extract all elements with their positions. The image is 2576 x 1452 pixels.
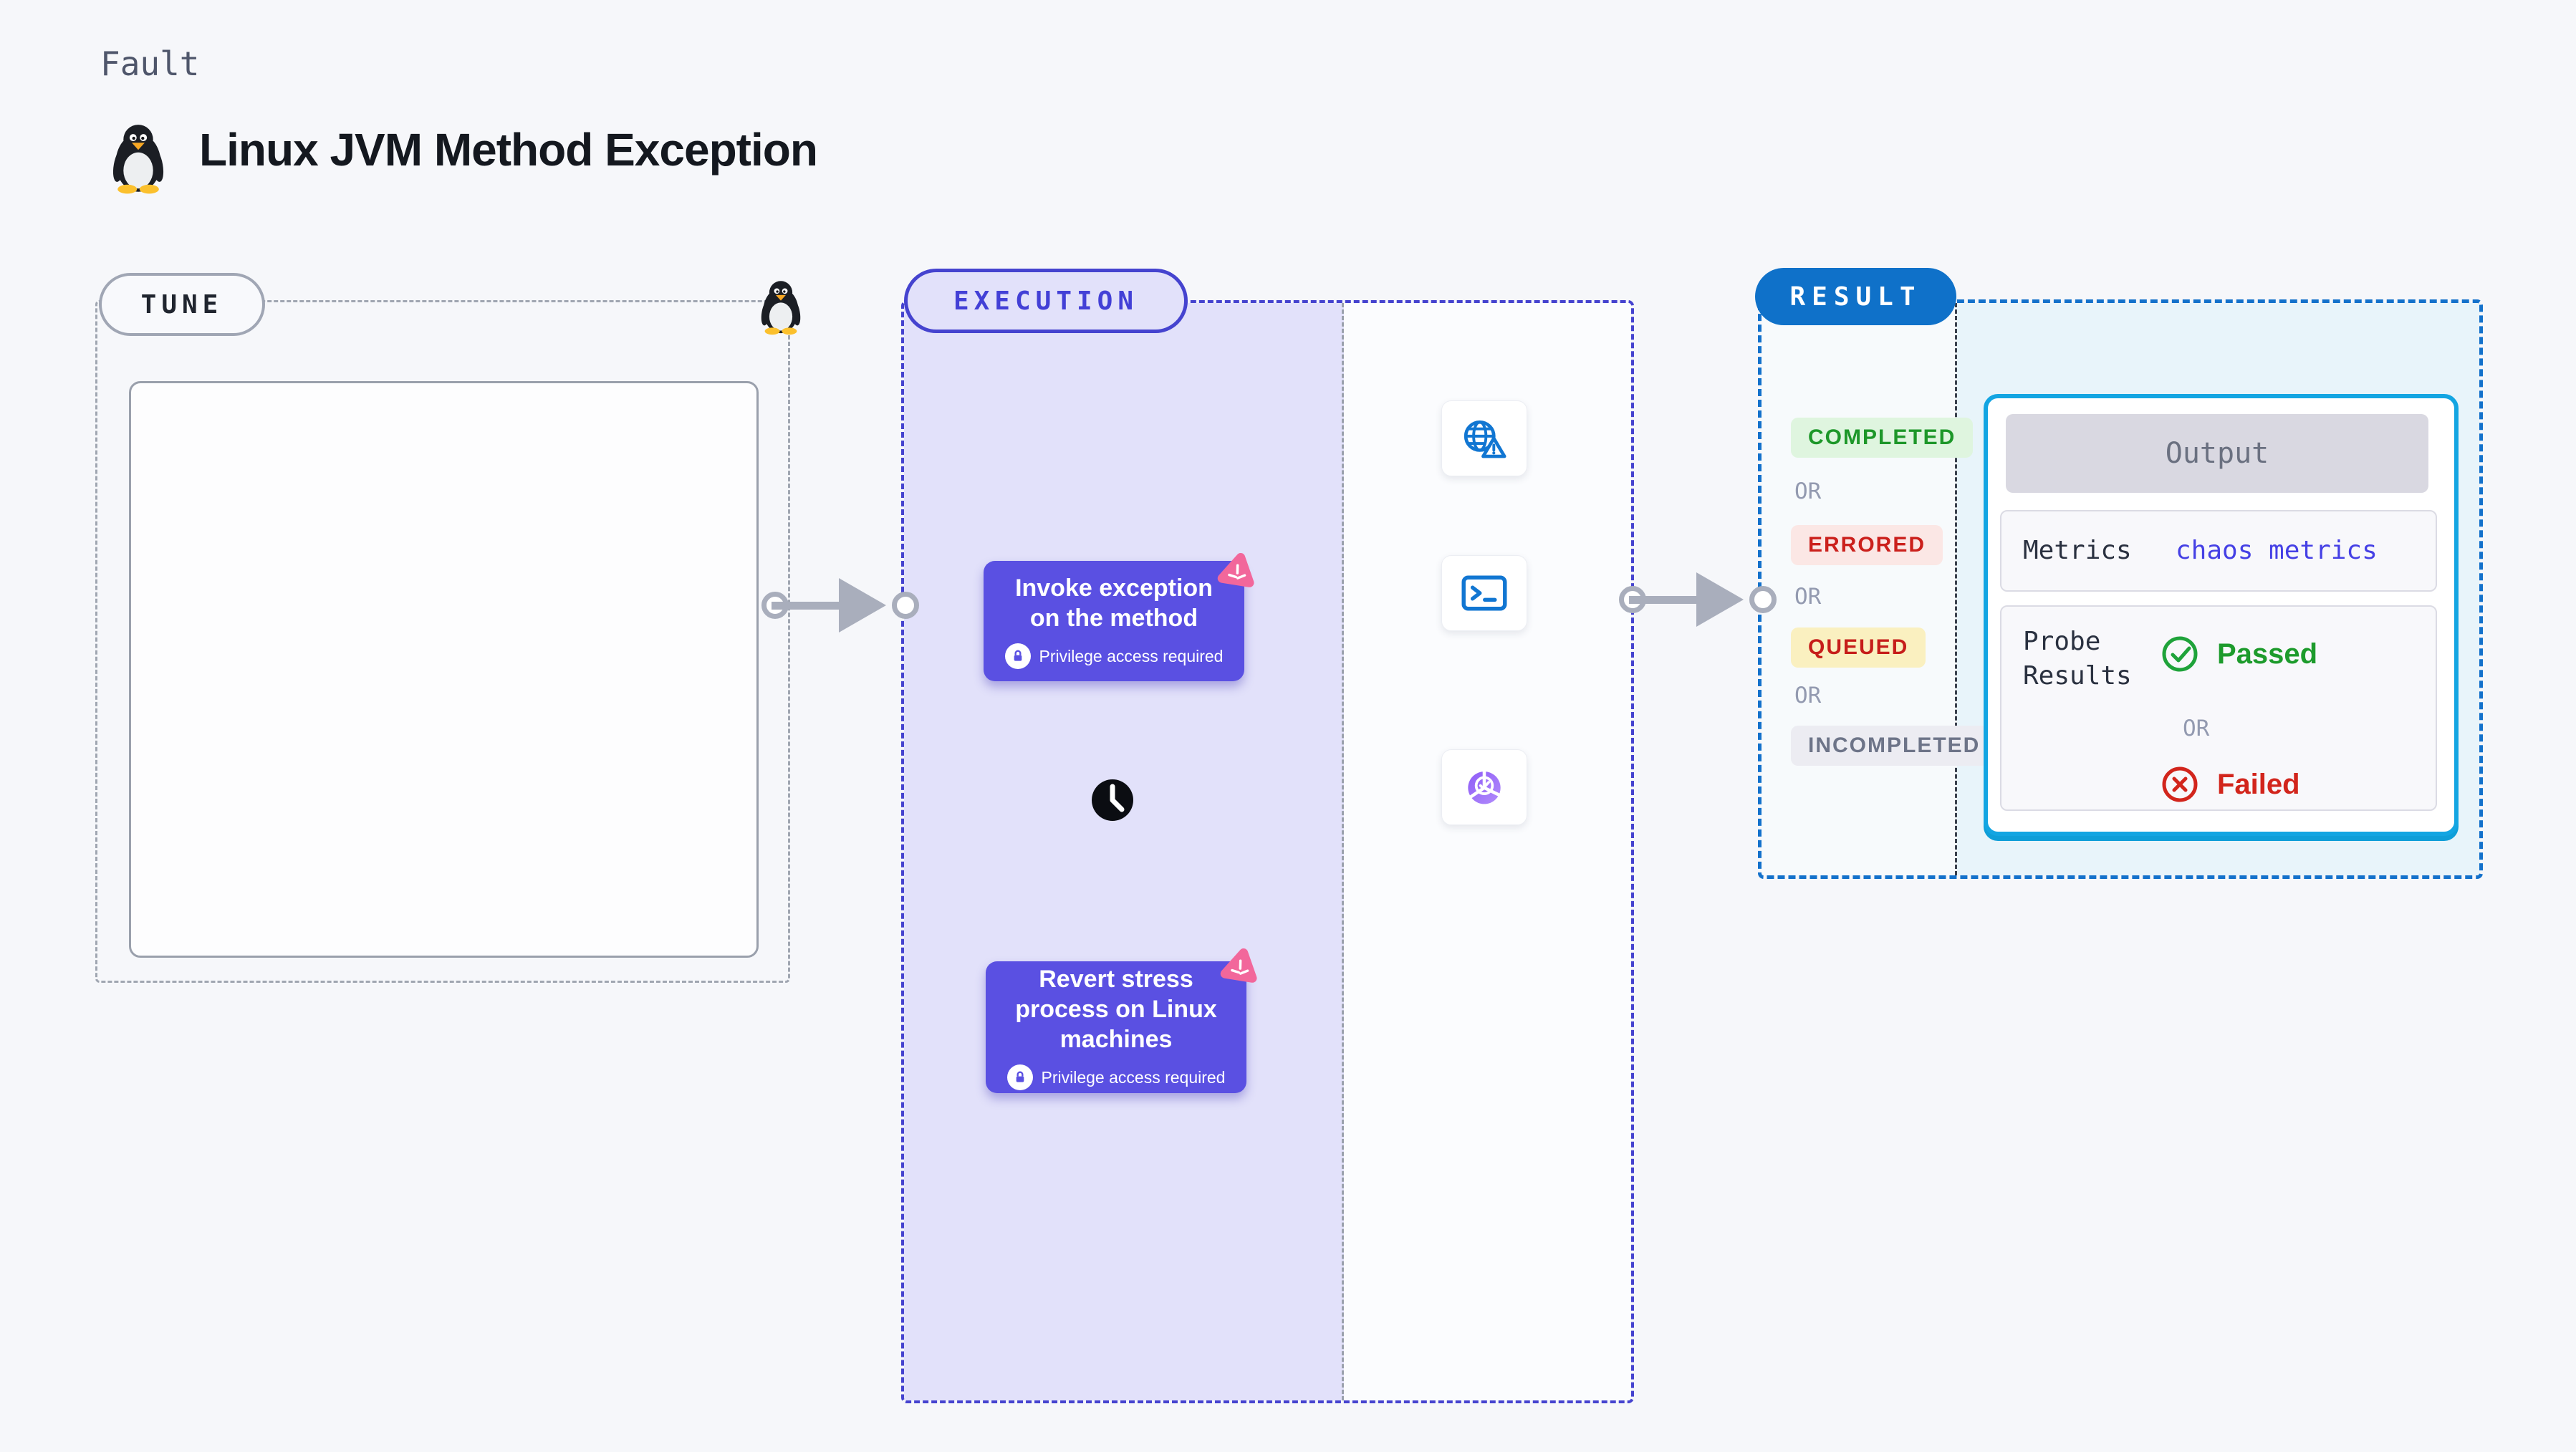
execution-section-box [901,300,1634,1403]
arrow-head [1696,572,1744,627]
srm-slo-probe-card[interactable] [1441,749,1527,825]
tune-to-execution-arrow [761,577,919,634]
result-status-panel [1762,303,1957,875]
step-title: Revert stress process on Linux machines [1015,966,1217,1053]
linux-tux-icon [761,281,801,335]
chaos-spark-icon [1217,553,1254,587]
result-section-pill: RESULT [1755,268,1956,325]
passed-label: Passed [2217,638,2318,670]
invoke-exception-step[interactable]: Invoke exception on the method Privilege… [984,561,1244,681]
status-badge-incompleted: INCOMPLETED [1791,726,1998,766]
arrow-end-ring [892,592,919,619]
or-label: OR [1794,683,1822,708]
privilege-text: Privilege access required [1039,646,1224,665]
slo-donut-icon [1468,769,1501,804]
metrics-label: Metrics [2023,536,2132,565]
execution-to-result-arrow [1619,571,1777,628]
arrow-line [1629,596,1704,604]
page-kicker: Fault [100,44,200,83]
probe-results-label: Probe Results [2023,627,2132,691]
lock-icon [1004,643,1031,669]
privilege-badge: Privilege access required [1004,643,1224,669]
wait-clock-icon [1092,779,1133,821]
terminal-icon [1461,575,1507,611]
status-badge-queued: QUEUED [1791,628,1926,668]
failed-label: Failed [2217,768,2300,800]
command-probe-card[interactable] [1441,555,1527,631]
linux-tux-icon [112,125,164,194]
probe-results-row: Probe Results Passed OR Failed [2000,605,2437,811]
page-title: Linux JVM Method Exception [199,124,818,176]
x-circle-icon [2162,766,2198,802]
step-title: Invoke exception on the method [1015,574,1213,632]
user-inputs-card [129,381,759,958]
tune-section-pill: TUNE [99,273,265,336]
execution-section-pill: EXECUTION [904,269,1188,333]
check-circle-icon [2162,636,2198,672]
arrow-end-ring [1749,586,1777,613]
tune-section-box [95,300,790,983]
lock-icon [1006,1064,1033,1090]
privilege-badge: Privilege access required [1006,1064,1226,1090]
status-badge-errored: ERRORED [1791,525,1943,565]
passed-result: Passed [2161,635,2317,673]
execution-flow-panel [904,303,1344,1400]
arrow-head [839,578,886,633]
privilege-text: Privilege access required [1041,1067,1226,1087]
or-label: OR [1794,479,1822,504]
globe-alert-icon [1464,420,1506,458]
output-header: Output [2006,414,2428,493]
chaos-spark-icon [1220,948,1257,983]
or-label: OR [2183,716,2210,741]
failed-result: Failed [2161,766,2300,803]
probes-panel [1344,303,1631,1400]
http-probe-card[interactable] [1441,400,1527,476]
metrics-row: Metrics chaos metrics [2000,510,2437,592]
revert-stress-step[interactable]: Revert stress process on Linux machines … [986,961,1246,1093]
status-badge-completed: COMPLETED [1791,418,1974,458]
metrics-value-link[interactable]: chaos metrics [2176,536,2378,565]
arrow-line [772,602,847,610]
or-label: OR [1794,584,1822,610]
